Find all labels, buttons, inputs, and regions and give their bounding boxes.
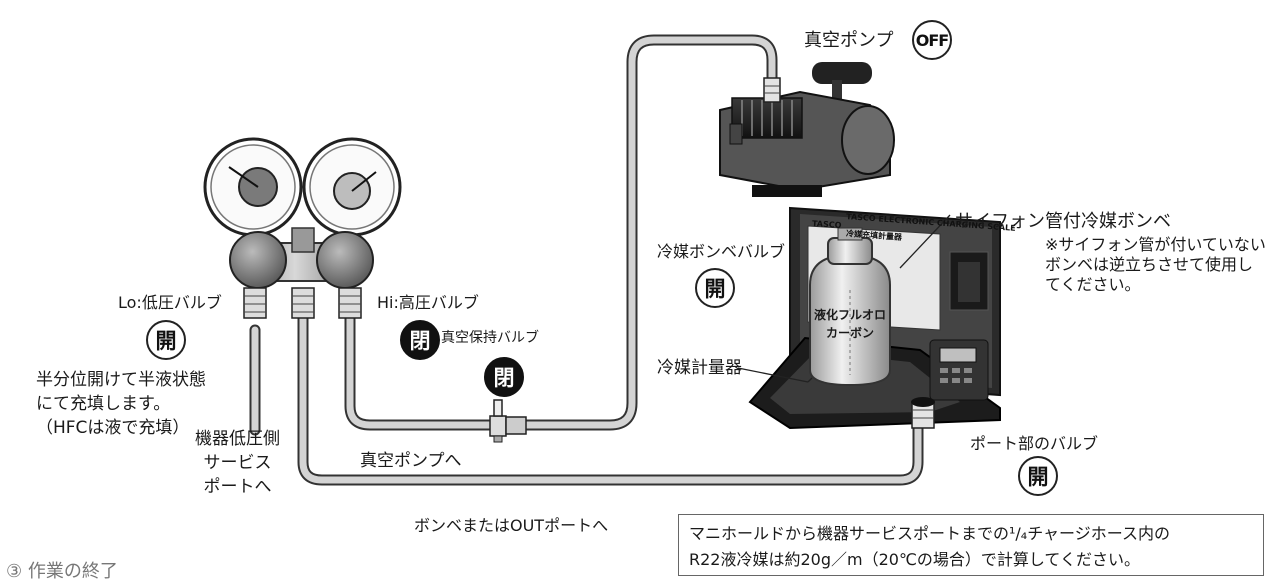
vacuum-hold-valve-label: 真空保持バルブ bbox=[441, 330, 539, 346]
leader-lines bbox=[737, 214, 951, 383]
lo-pressure-gauge bbox=[203, 137, 303, 237]
manifold-gauge bbox=[203, 137, 402, 319]
siphon-cylinder-label: サイフォン管付冷媒ボンベ bbox=[955, 211, 1171, 232]
hi-pressure-gauge bbox=[302, 137, 402, 237]
siphon-note: ※サイフォン管が付いていない ボンベは逆立ちさせて使用し てください。 bbox=[1045, 235, 1266, 294]
lo-valve-knob bbox=[229, 231, 287, 289]
equipment-low-side-label: 機器低圧側 サービス ポートへ bbox=[195, 429, 280, 497]
note-line-2: R22液冷媒は約20g／m（20℃の場合）で計算してください。 bbox=[689, 550, 1140, 569]
port-valve-label: ポート部のバルブ bbox=[970, 434, 1099, 453]
hi-valve-label: Hi:高圧バルブ bbox=[377, 293, 479, 312]
lo-valve-label: Lo:低圧バルブ bbox=[118, 293, 222, 312]
cylinder-valve-label: 冷媒ボンベバルブ bbox=[657, 242, 786, 261]
hi-valve-closed-badge: 閉 bbox=[400, 320, 440, 360]
lo-valve-open-badge: 開 bbox=[146, 320, 186, 360]
note-box: マニホールドから機器サービスポートまでの¹/₄チャージホース内の R22液冷媒は… bbox=[678, 514, 1264, 576]
vacuum-pump-label: 真空ポンプ bbox=[804, 30, 894, 51]
refrigerant-scale-label: 冷媒計量器 bbox=[657, 358, 742, 378]
port-valve-open-badge: 開 bbox=[1018, 456, 1058, 496]
vacuum-hold-valve-closed-badge: 閉 bbox=[484, 357, 524, 397]
cylinder-valve-open-badge: 開 bbox=[695, 268, 735, 308]
note-line-1: マニホールドから機器サービスポートまでの¹/₄チャージホース内の bbox=[689, 524, 1170, 543]
to-cylinder-label: ボンベまたはOUTポートへ bbox=[414, 516, 609, 535]
to-vacuum-pump-label: 真空ポンプへ bbox=[360, 451, 462, 471]
section-title: ③ 作業の終了 bbox=[6, 561, 118, 582]
vacuum-hold-valve bbox=[489, 399, 527, 443]
hi-valve-knob bbox=[316, 231, 374, 289]
pump-off-badge: OFF bbox=[912, 20, 952, 60]
cylinder-label: 液化フルオロ カーボン bbox=[813, 308, 886, 340]
half-open-note: 半分位開けて半液状態 にて充填します。 （HFCは液で充填） bbox=[36, 370, 206, 438]
refrigerant-cylinder bbox=[809, 227, 891, 387]
vacuum-pump bbox=[719, 62, 895, 197]
